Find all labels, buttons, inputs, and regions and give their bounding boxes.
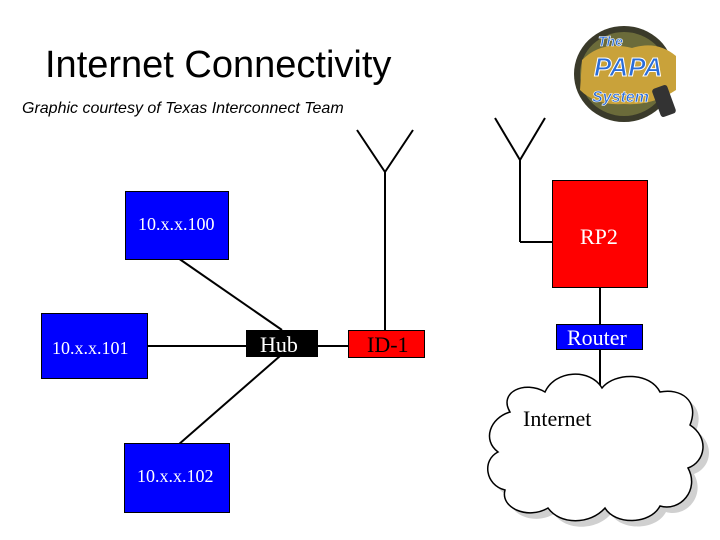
papa-system-logo: The PAPA System: [572, 20, 684, 126]
router-node[interactable]: Router: [556, 324, 643, 350]
link-102-hub: [177, 355, 281, 446]
host-100-label: 10.x.x.100: [138, 214, 215, 234]
id1-antenna: [356, 129, 414, 330]
host-node-101[interactable]: 10.x.x.101: [41, 313, 148, 379]
logo-papa-text: PAPA: [594, 52, 662, 82]
host-node-100[interactable]: 10.x.x.100: [125, 191, 229, 260]
internet-label: Internet: [523, 406, 592, 431]
slide-title: Internet Connectivity: [45, 44, 392, 86]
host-101-label: 10.x.x.101: [52, 338, 129, 358]
papa-logo-graphic: The PAPA System: [574, 26, 676, 122]
slide-subtitle: Graphic courtesy of Texas Interconnect T…: [22, 100, 344, 117]
rp2-label: RP2: [580, 224, 618, 249]
router-label: Router: [567, 325, 627, 350]
link-100-hub: [177, 257, 283, 331]
host-102-label: 10.x.x.102: [137, 466, 214, 486]
logo-system-text: System: [592, 89, 649, 106]
id1-label: ID-1: [367, 332, 409, 357]
hub-label: Hub: [260, 332, 298, 357]
rp2-node[interactable]: RP2: [552, 180, 648, 288]
rp2-antenna: [494, 117, 552, 243]
hub-node[interactable]: Hub: [246, 330, 318, 357]
logo-the-text: The: [598, 33, 623, 49]
internet-cloud: [487, 373, 704, 522]
host-node-102[interactable]: 10.x.x.102: [124, 443, 230, 513]
id1-node[interactable]: ID-1: [348, 330, 425, 358]
